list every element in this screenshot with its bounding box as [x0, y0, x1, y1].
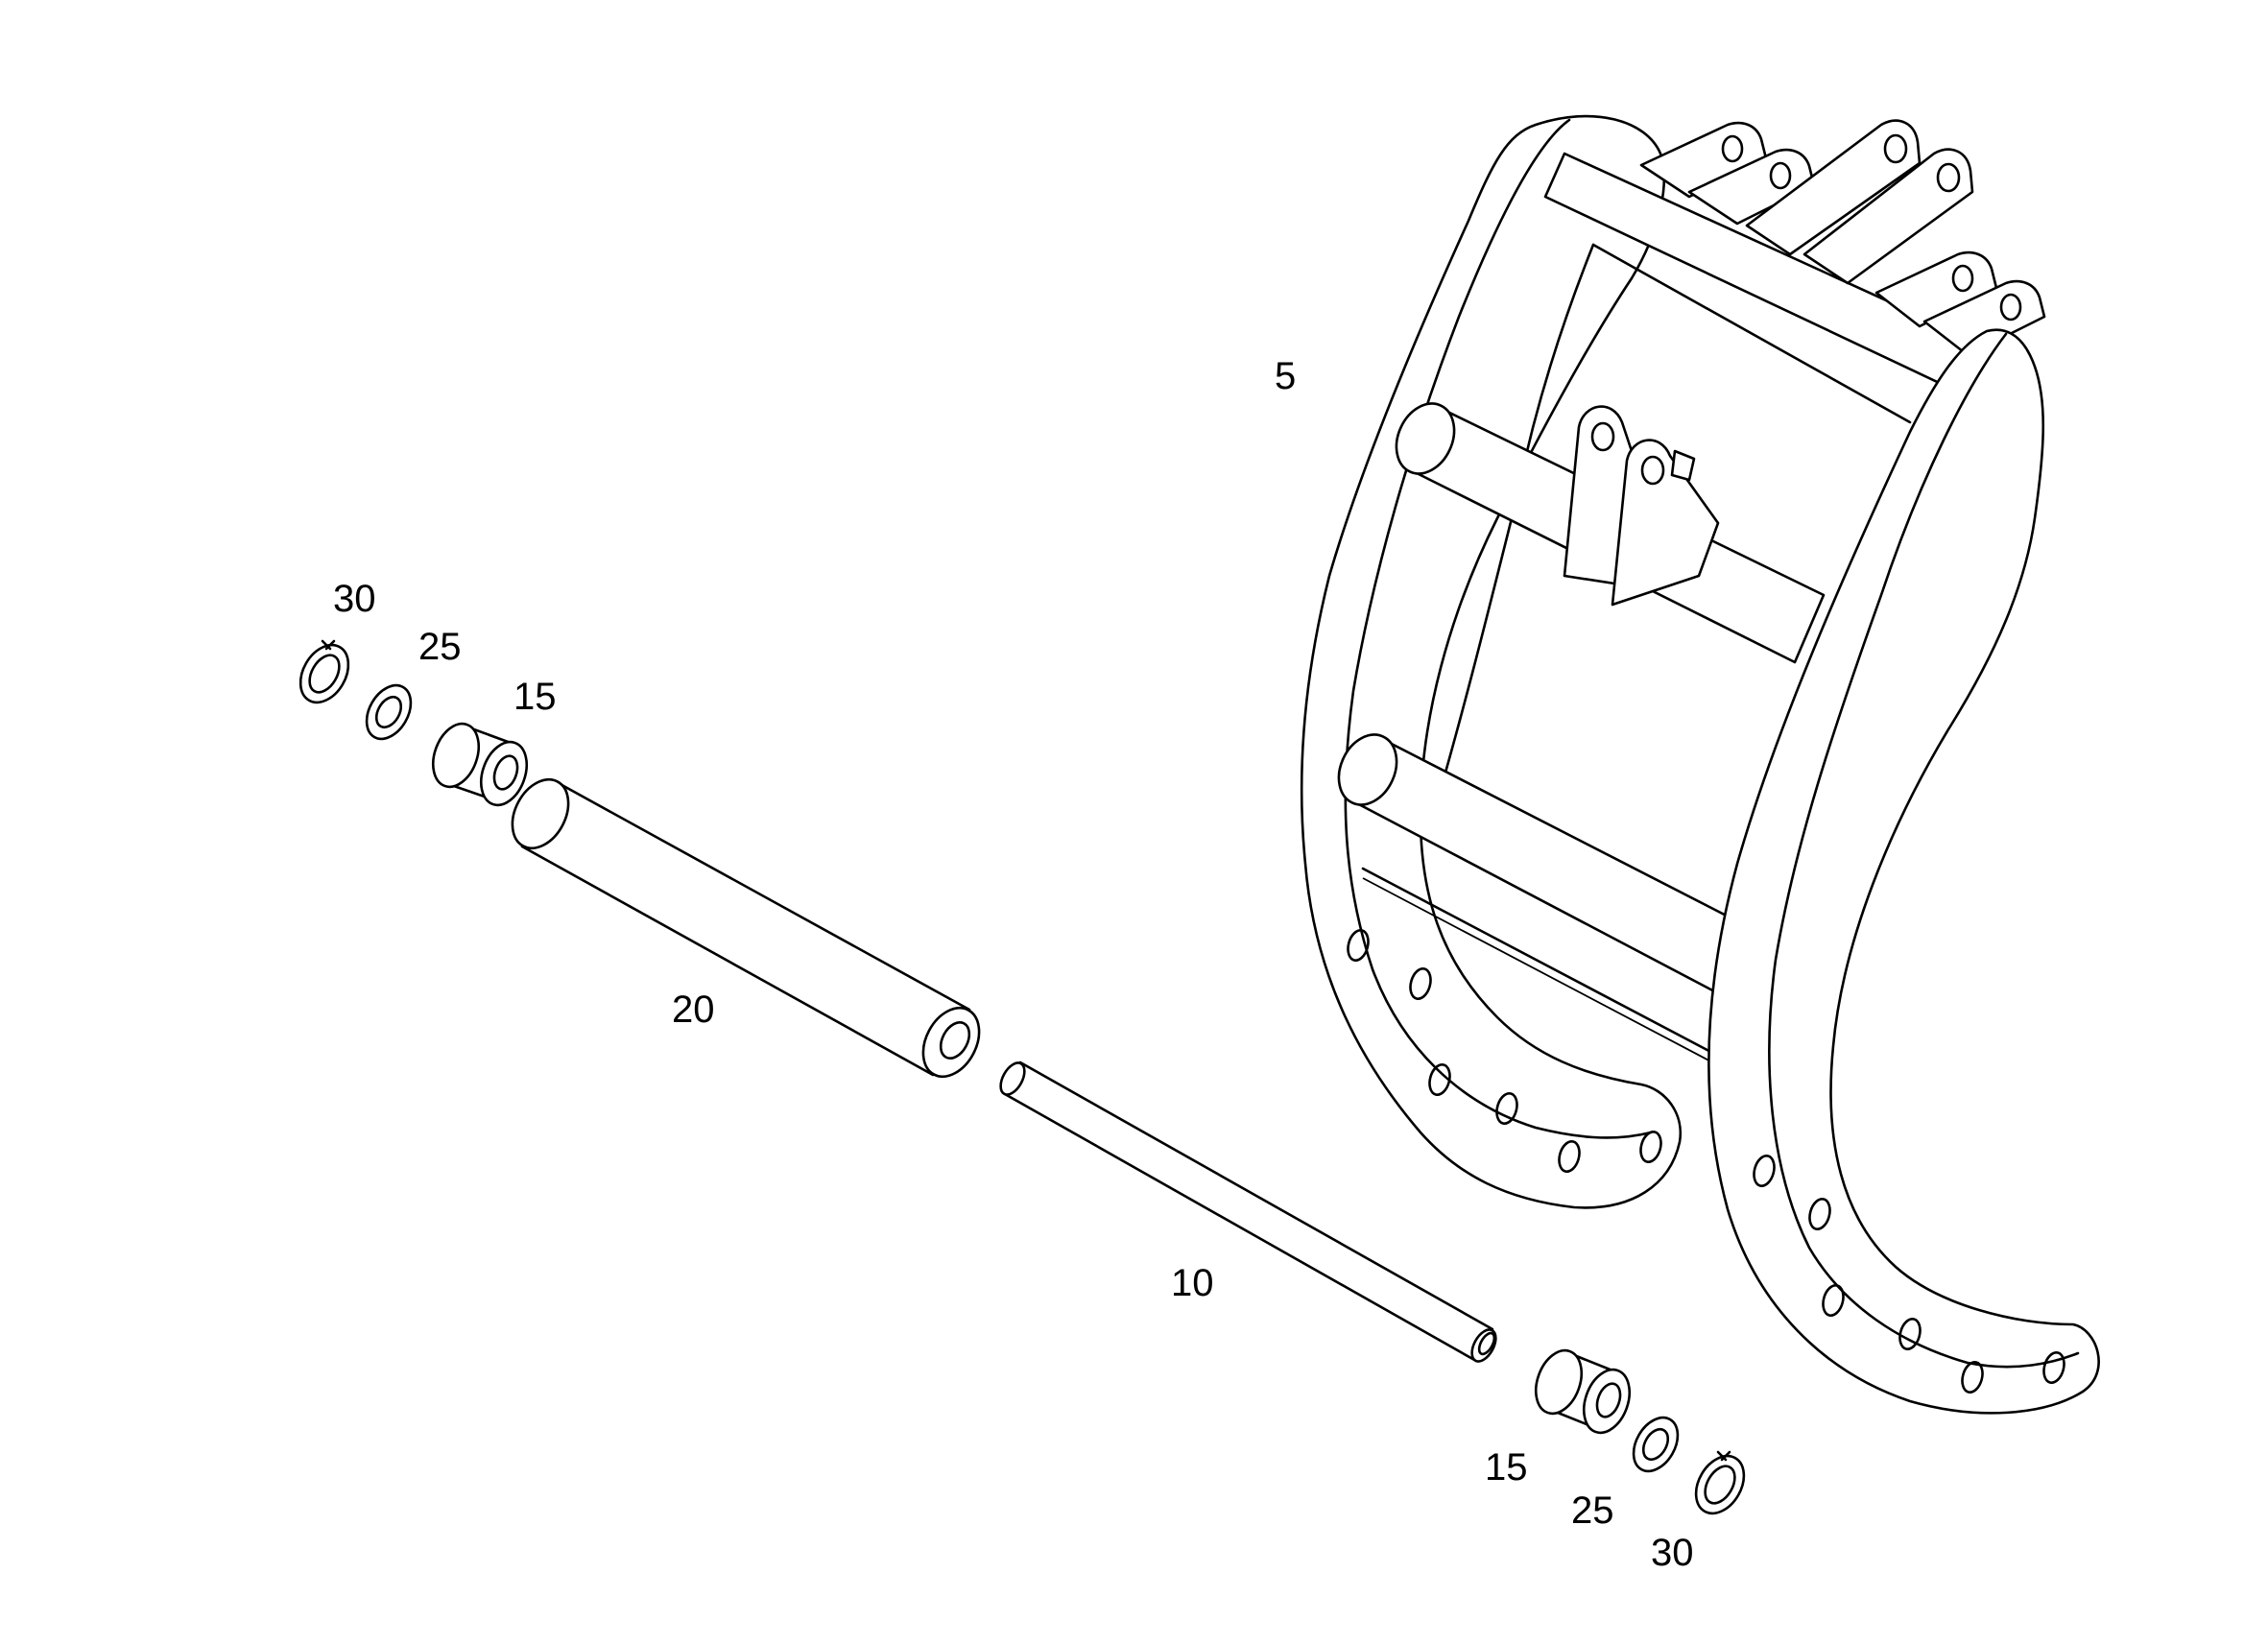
callout-part-15-upper: 15: [513, 676, 557, 718]
callout-part-15-lower: 15: [1485, 1446, 1528, 1489]
callout-part-25-upper: 25: [418, 626, 462, 668]
callout-part-5: 5: [1275, 355, 1297, 397]
back-arm-holes: [1347, 929, 1662, 1173]
part-10-pin: [999, 1060, 1497, 1363]
part-30-circlip-upper: [298, 639, 350, 704]
grapple-arm-front: [1707, 328, 2100, 1415]
part-20-tube: [511, 777, 981, 1079]
callout-part-30-upper: 30: [333, 578, 376, 620]
grapple-arm-back: [1300, 114, 1683, 1209]
part-25-washer-lower: [1632, 1416, 1680, 1473]
part-15-bushing-upper: [431, 722, 529, 807]
grapple-frame: [1300, 114, 2100, 1415]
lug-plates: [1639, 119, 2046, 357]
callout-part-30-lower: 30: [1651, 1532, 1694, 1574]
callout-part-20: 20: [672, 989, 715, 1031]
part-25-washer-upper: [365, 683, 413, 741]
part-15-bushing-lower: [1534, 1348, 1632, 1435]
part-30-circlip-lower: [1694, 1450, 1746, 1515]
callout-part-25-lower: 25: [1571, 1489, 1614, 1532]
center-lug-bracket: [1563, 405, 1720, 607]
callout-part-10: 10: [1171, 1262, 1214, 1304]
front-arm-holes: [1753, 1155, 2065, 1394]
